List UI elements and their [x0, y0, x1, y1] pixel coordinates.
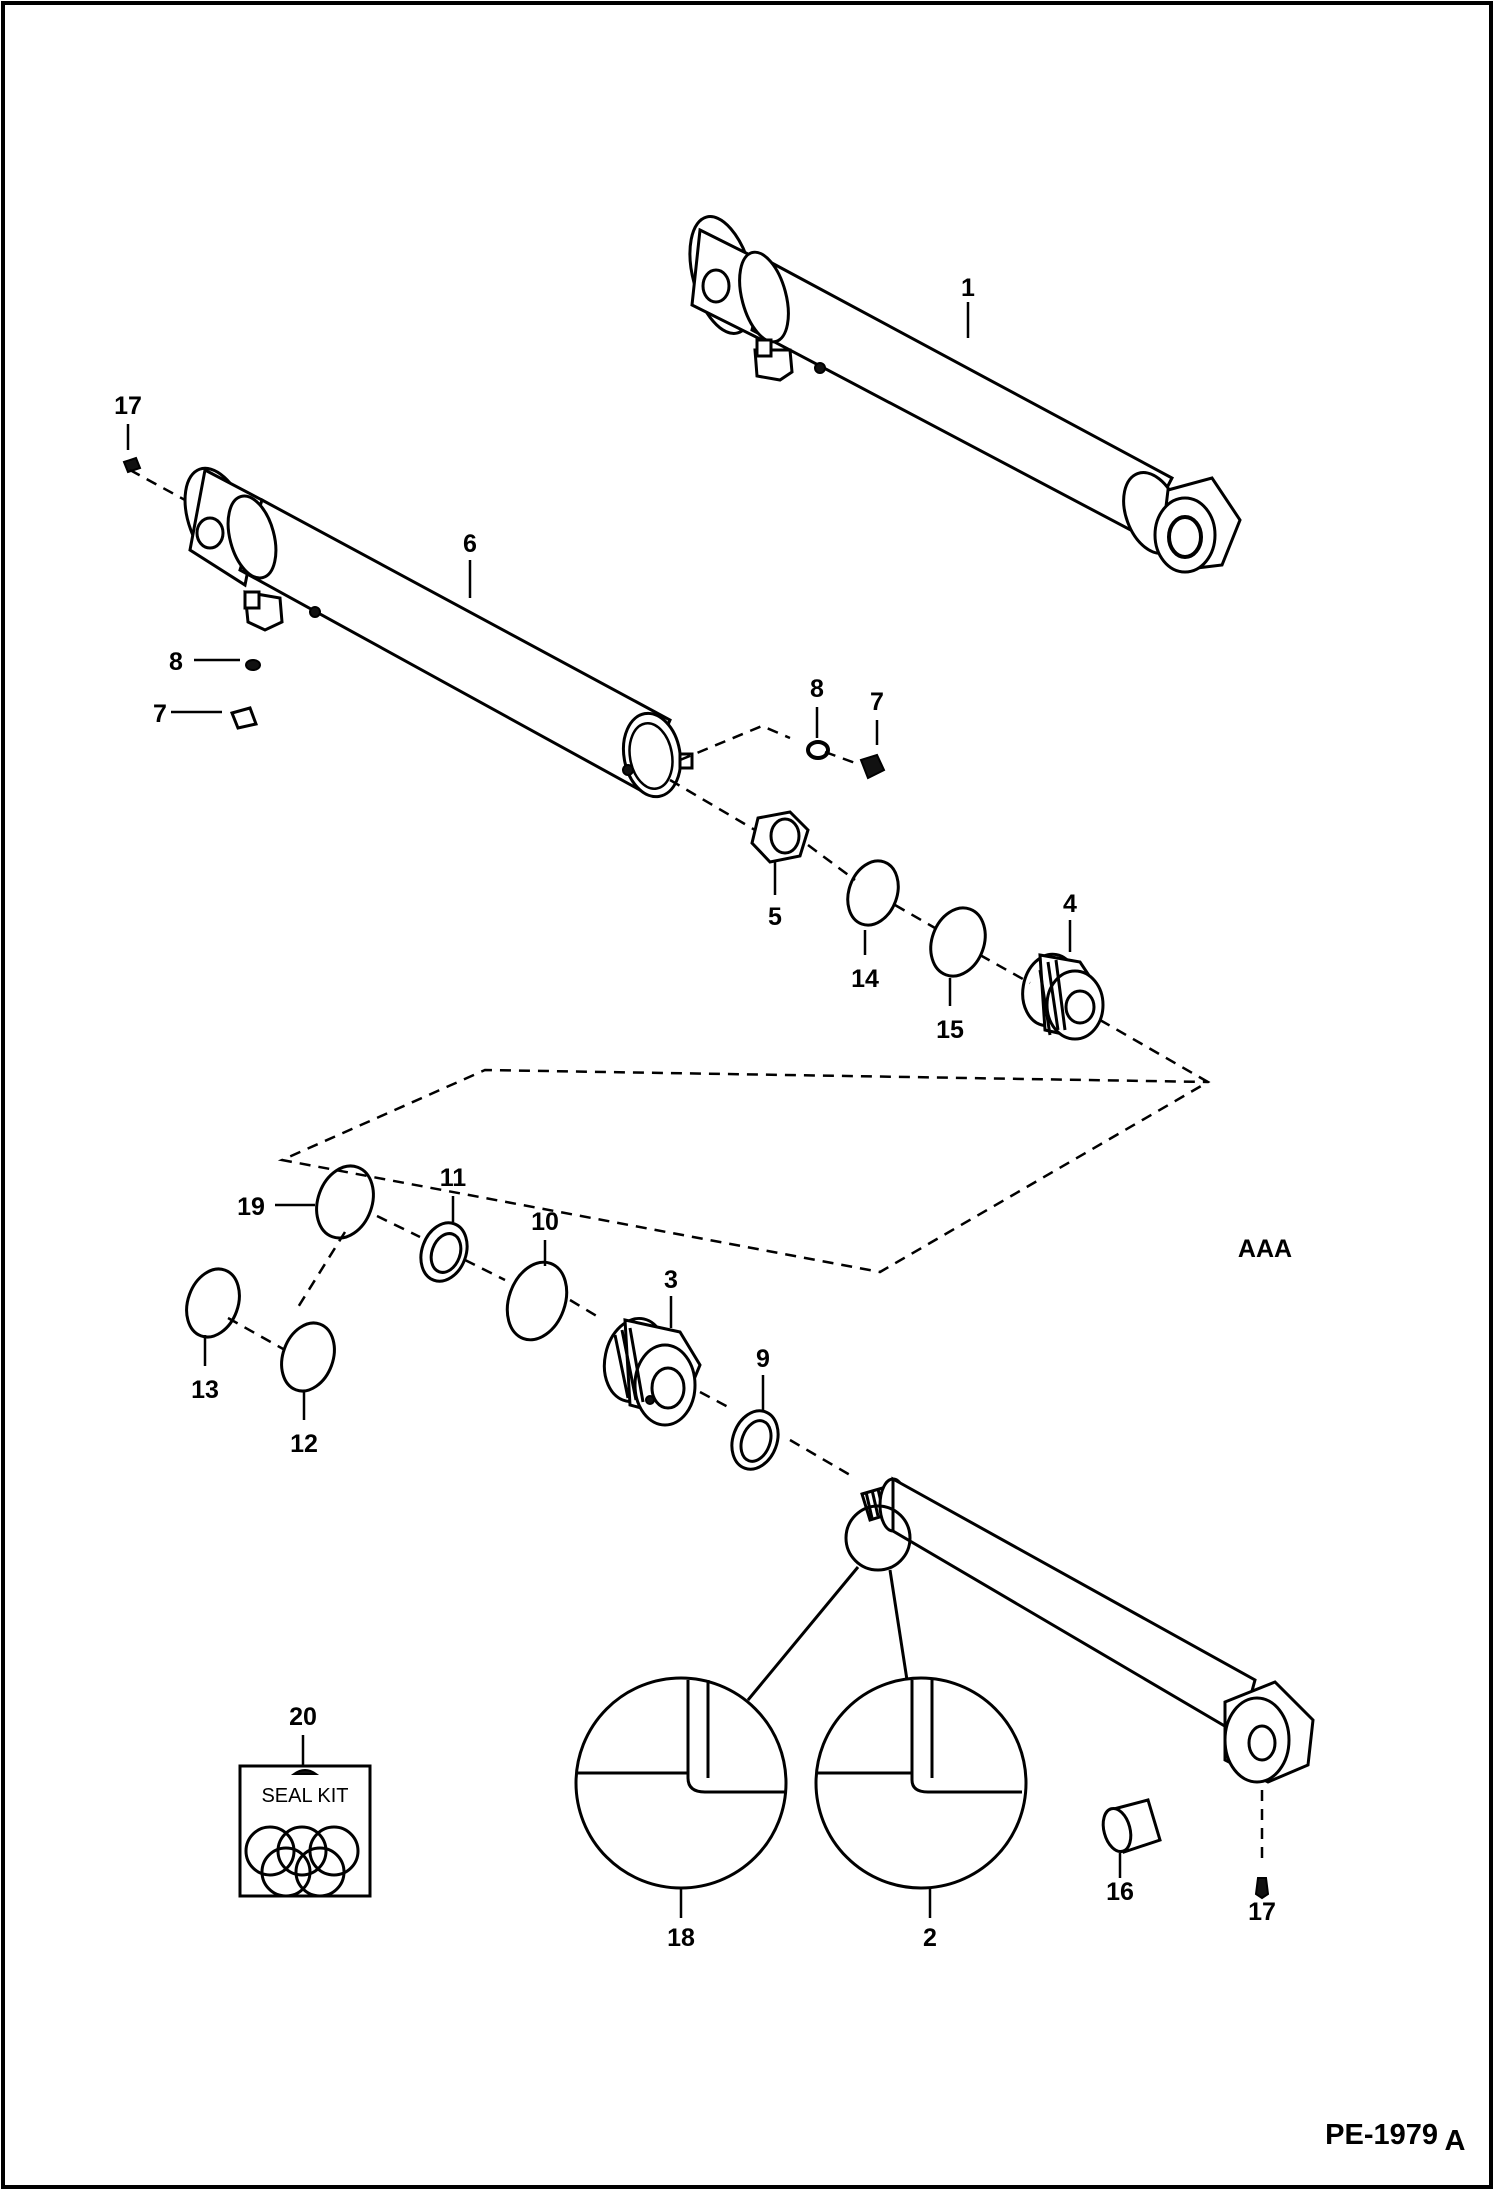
- callout-16: 16: [1106, 1878, 1134, 1906]
- drawing-revision: A: [1445, 2125, 1466, 2157]
- o-ring-part-19: [315, 1164, 375, 1240]
- leader-lines: [126, 302, 1122, 1918]
- callout-9: 9: [756, 1345, 770, 1373]
- view-code: AAA: [1238, 1235, 1292, 1263]
- callout-17-top: 17: [114, 392, 142, 420]
- callout-13: 13: [191, 1376, 219, 1404]
- o-ring-part-14: [846, 859, 900, 927]
- cylinder-assembly-part-1: [688, 215, 1242, 574]
- barrel-part-6: [183, 466, 694, 799]
- callout-7-left: 7: [153, 700, 167, 728]
- callout-1: 1: [961, 274, 975, 302]
- rod-part-2: [860, 1476, 1315, 1784]
- callout-20: 20: [289, 1703, 317, 1731]
- callout-labels: 1 17 6 8 7 8 7 5 14 15 4 19 11 10 3 9 13…: [114, 274, 1276, 1952]
- wiper-part-11: [419, 1221, 469, 1283]
- callout-8-left: 8: [169, 648, 183, 676]
- drawing-reference: PE-1979: [1325, 2119, 1438, 2151]
- gland-part-3: [602, 1316, 702, 1427]
- o-ring-part-8-right: [806, 740, 830, 760]
- plug-part-7-left: [229, 706, 259, 730]
- grease-fitting-part-17-bottom: [1254, 1877, 1270, 1900]
- seal-part-9: [730, 1409, 780, 1471]
- callout-2: 2: [923, 1924, 937, 1952]
- callout-15: 15: [936, 1016, 964, 1044]
- callout-19: 19: [237, 1193, 265, 1221]
- callout-18: 18: [667, 1924, 695, 1952]
- callout-7-right: 7: [870, 688, 884, 716]
- assembly-lines: [129, 468, 1264, 1866]
- callout-11: 11: [440, 1164, 467, 1192]
- bushing-part-16: [1101, 1798, 1162, 1854]
- piston-part-4: [1021, 952, 1105, 1041]
- detail-view-part-2: [814, 1676, 1028, 1890]
- o-ring-part-10: [505, 1260, 569, 1342]
- o-ring-part-15: [929, 906, 987, 978]
- callout-3: 3: [664, 1266, 678, 1294]
- grease-fitting-part-17-top: [122, 456, 142, 474]
- callout-12: 12: [290, 1430, 318, 1458]
- o-ring-part-12: [280, 1321, 336, 1393]
- nut-part-5: [750, 810, 810, 864]
- seal-kit-part-20: SEAL KIT: [238, 1764, 372, 1898]
- callout-8-right: 8: [810, 675, 824, 703]
- callout-10: 10: [531, 1208, 559, 1236]
- detail-view-part-18: [574, 1676, 788, 1890]
- plug-part-7-right: [859, 753, 886, 780]
- callout-17-bottom: 17: [1248, 1898, 1276, 1926]
- seal-kit-label: SEAL KIT: [261, 1785, 348, 1807]
- detail-callout: [746, 1504, 912, 1701]
- callout-5: 5: [768, 903, 782, 931]
- o-ring-part-8-left: [245, 659, 261, 671]
- callout-6: 6: [463, 530, 477, 558]
- o-ring-part-13: [185, 1267, 241, 1339]
- callout-14: 14: [851, 965, 879, 993]
- callout-4: 4: [1063, 890, 1077, 918]
